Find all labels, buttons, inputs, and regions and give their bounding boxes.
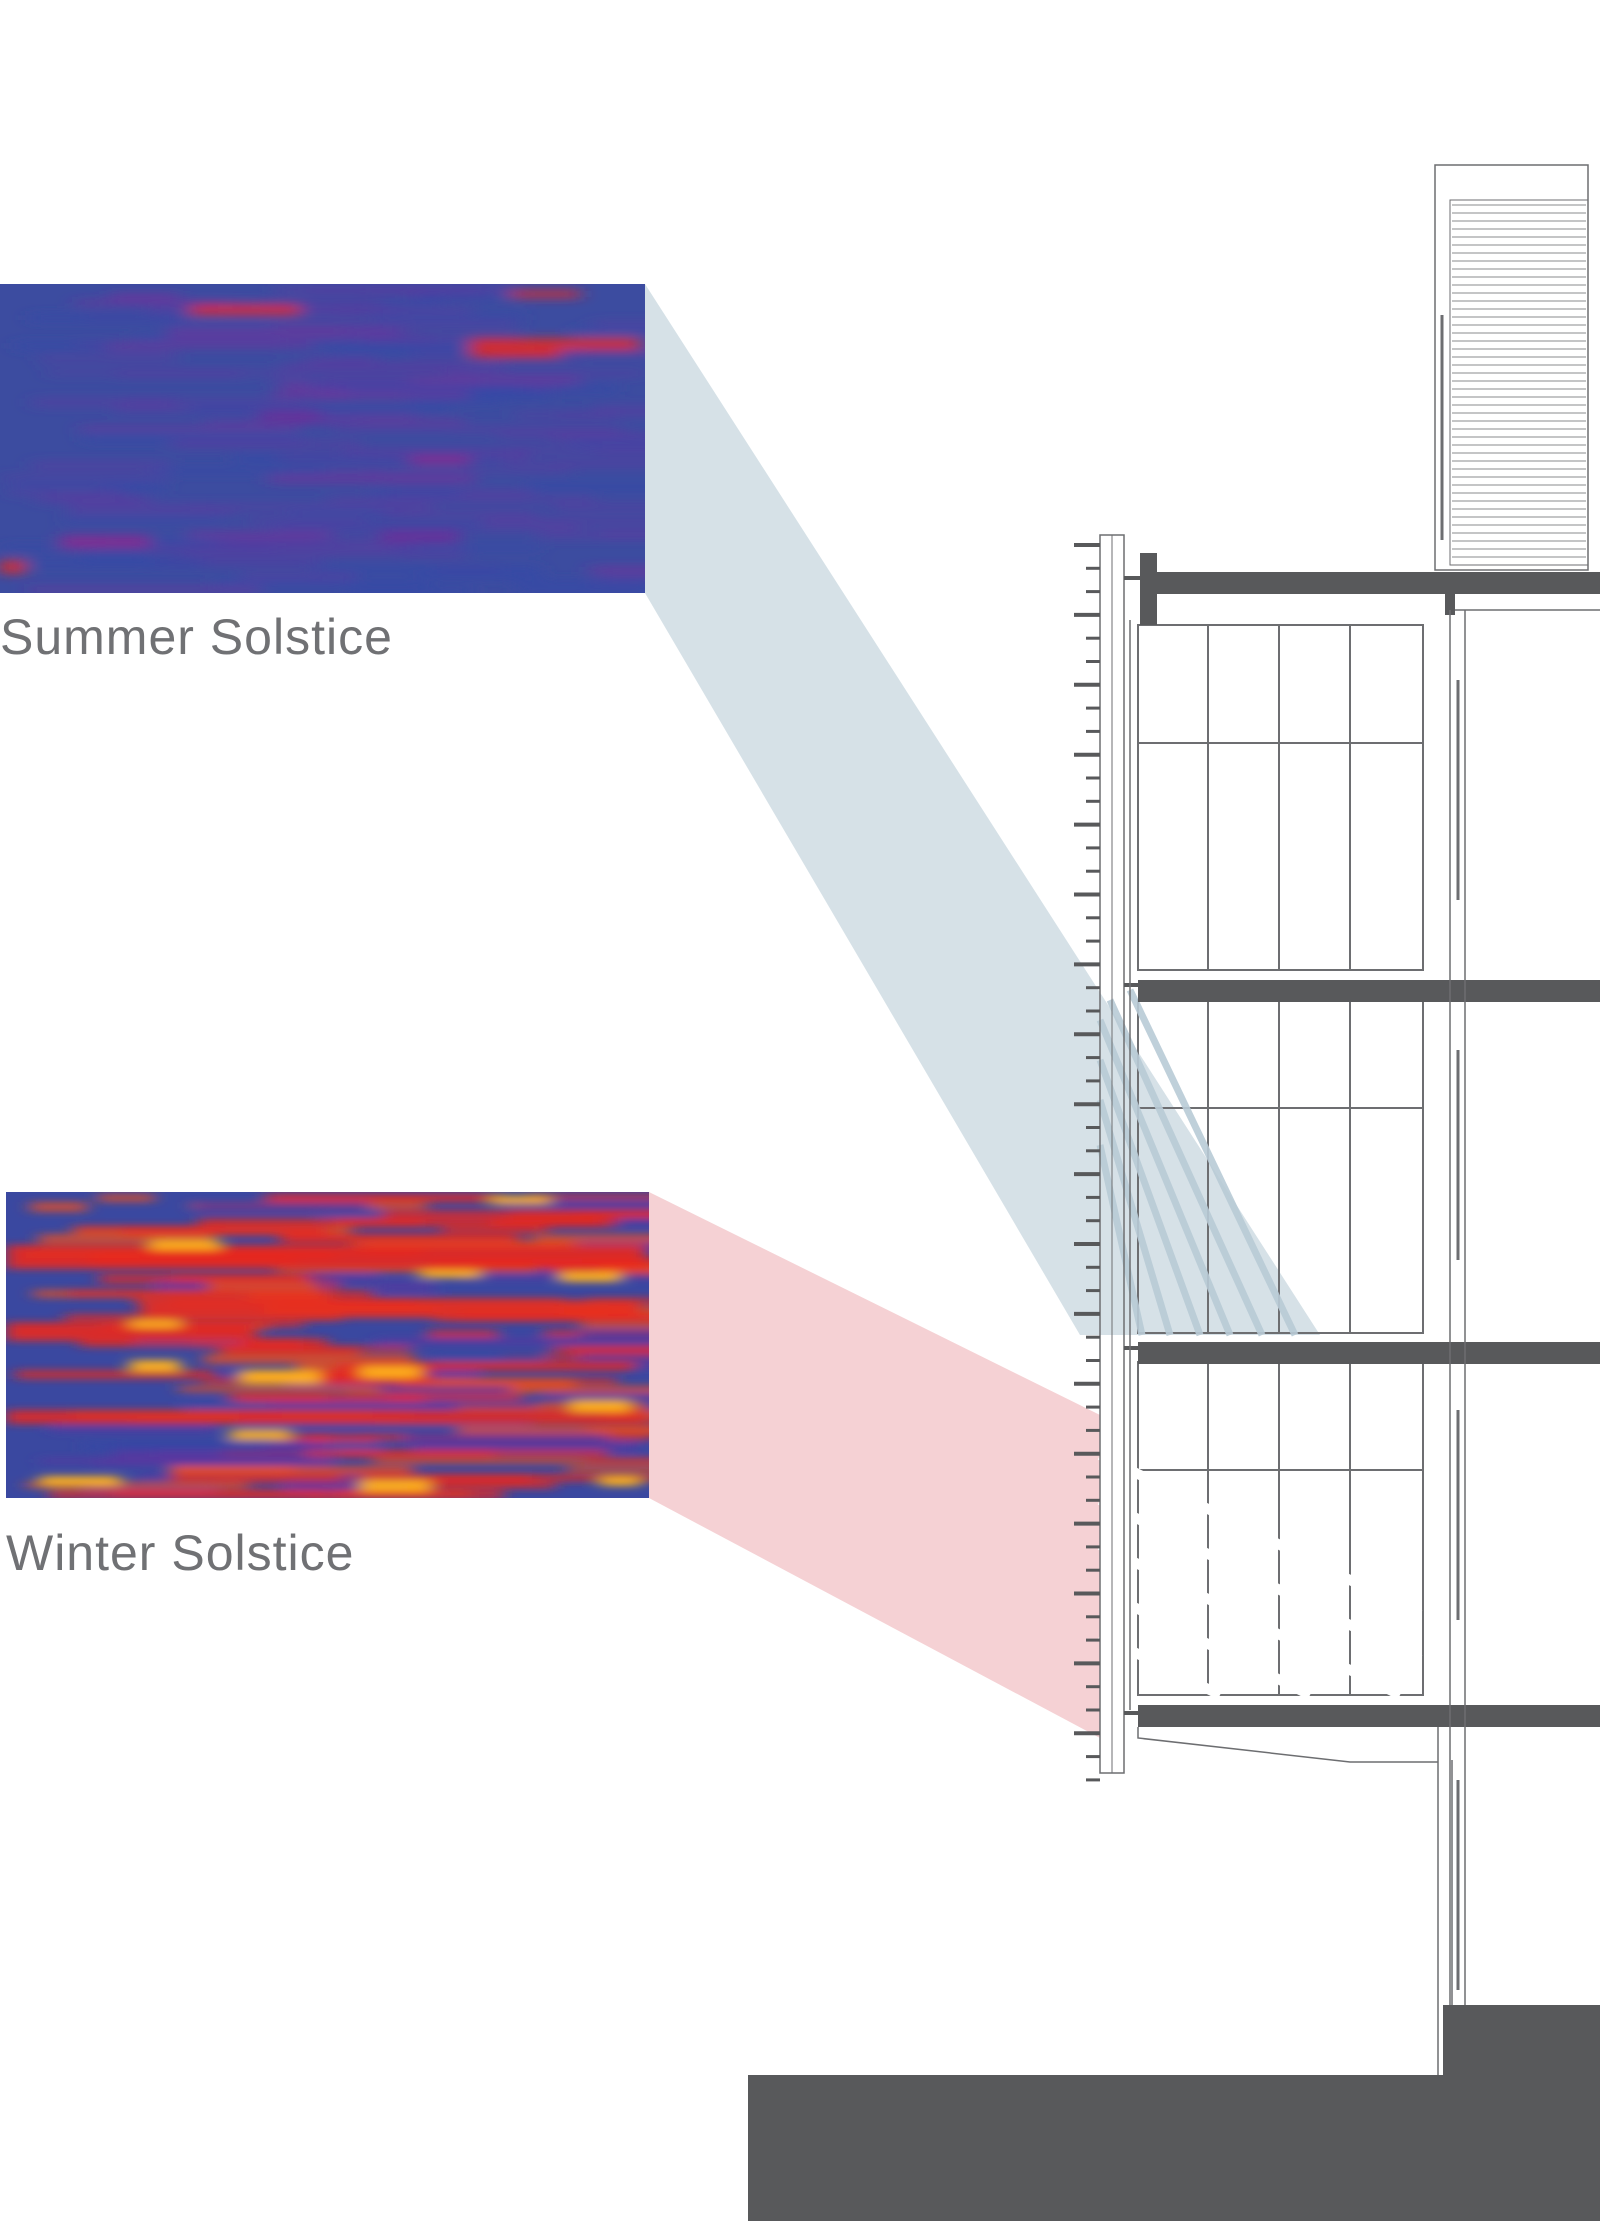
ground-foundation — [748, 2005, 1600, 2221]
rooftop-louver-screen — [1434, 164, 1589, 571]
floor-slabs — [1138, 553, 1600, 1727]
summer-solstice-label: Summer Solstice — [0, 609, 393, 665]
winter-solstice-heatmap — [6, 1192, 649, 1498]
summer-solstice-heatmap — [0, 284, 645, 593]
winter-sun-rays — [1097, 1450, 1423, 1700]
winter-light-beam — [649, 1192, 1100, 1738]
interior-wall — [1129, 315, 1600, 2075]
winter-solstice-label: Winter Solstice — [6, 1525, 355, 1581]
summer-light-beam — [645, 284, 1320, 1335]
exterior-fin-column — [1074, 534, 1140, 1782]
